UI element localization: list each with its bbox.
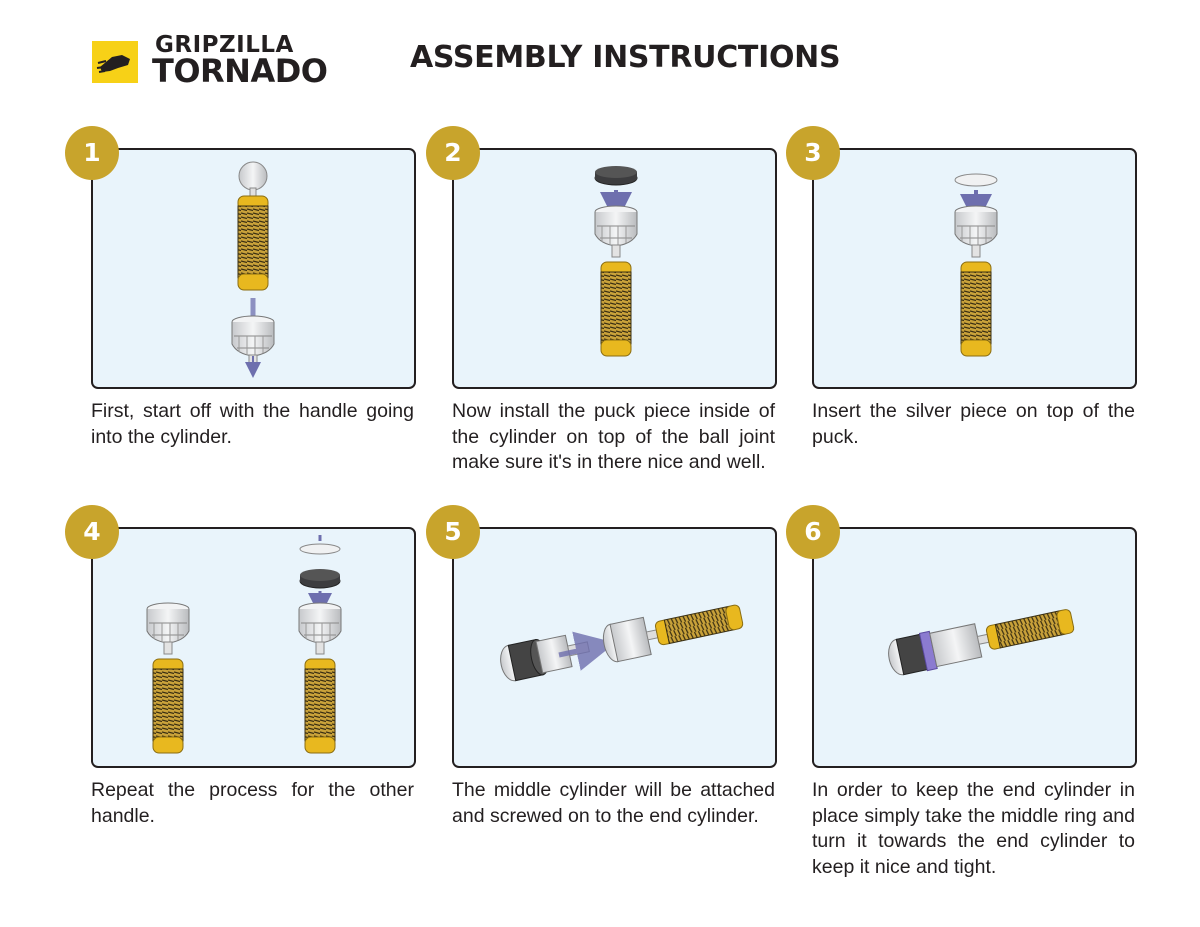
step-illustration	[452, 527, 777, 768]
fist-logo-icon	[92, 41, 138, 83]
step-illustration	[91, 527, 416, 768]
step-number-badge: 6	[786, 505, 840, 559]
page-title: ASSEMBLY INSTRUCTIONS	[410, 40, 841, 75]
step-illustration	[91, 148, 416, 389]
step-description: Insert the silver piece on top of the pu…	[812, 400, 1135, 448]
step-description: In order to keep the end cylinder in pla…	[812, 779, 1135, 878]
step-number-badge: 1	[65, 126, 119, 180]
step-number-badge: 2	[426, 126, 480, 180]
turn-middle-ring-illustration	[888, 609, 1075, 676]
brand-name-top: GRIPZILLA	[155, 32, 294, 58]
step-number-badge: 4	[65, 505, 119, 559]
step-description: Now install the puck piece inside of the…	[452, 400, 775, 473]
step-number-badge: 5	[426, 505, 480, 559]
brand-name-bottom: TORNADO	[152, 52, 328, 90]
step-description: Repeat the process for the other handle.	[91, 779, 414, 827]
step-number-badge: 3	[786, 126, 840, 180]
step-description: First, start off with the handle going i…	[91, 400, 414, 448]
brand-logo: GRIPZILLA TORNADO	[92, 32, 328, 90]
middle-cylinder-illustration	[500, 604, 744, 682]
step-description: The middle cylinder will be attached and…	[452, 779, 775, 827]
puck-install-illustration	[594, 166, 638, 357]
silver-piece-illustration	[954, 173, 998, 357]
handle-into-cylinder-illustration	[231, 161, 275, 378]
repeat-handle-illustration	[146, 535, 342, 754]
step-illustration	[812, 148, 1137, 389]
step-illustration	[812, 527, 1137, 768]
step-illustration	[452, 148, 777, 389]
